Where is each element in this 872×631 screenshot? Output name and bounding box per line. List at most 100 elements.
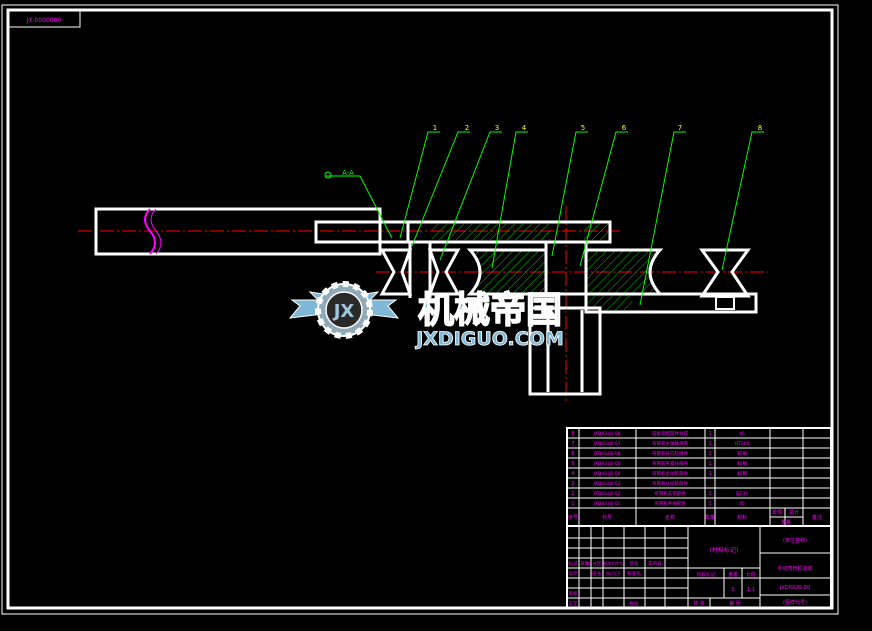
balloon-4: 4 [522,124,527,132]
detail-marker [324,171,332,179]
break-line-2 [150,208,162,255]
bom-cell-qty: 1 [708,461,711,467]
tb-label-process: 工艺 [569,601,578,607]
bom-cell-qty: 1 [708,501,711,507]
tb-label-approve: 批准 [630,600,639,607]
bom-cell-name: 弯管机主动轮部件 [652,470,688,477]
tb-drawing-number: JXDIGUO-00 [779,585,810,591]
tb-label-design: 设计 [569,570,578,577]
tb-material-mark: (材料标记) [710,546,739,554]
gear-wings-logo-icon [315,281,373,339]
tb-label-standard: 标准化 [627,570,641,577]
bom-cell-qty: 1 [708,471,711,477]
title-block: (单位名称) (材料标记) 手动弯管机总成 JXDIGUO-00 (图样代号) … [566,525,832,609]
bom-cell-code: JXDIGUO-05 [593,461,621,467]
bom-header-code: 代号 [602,514,612,521]
tb-label-stage: 阶段标记 [697,571,715,578]
balloon-7: 7 [678,124,682,132]
corner-label: JX-0000000 [26,17,62,24]
bom-cell-no: 8 [571,431,574,437]
outer-border [1,4,839,615]
tb-label-check: 审核 [569,590,578,597]
tb-sheet: 第 张 [729,600,741,607]
left-roller-2 [427,248,461,296]
bom-cell-code: JXDIGUO-06 [593,451,621,457]
tb-label-weight: 重量 [729,571,738,578]
bom-cell-qty: 1 [708,451,711,457]
logo-text: JX [332,301,355,322]
break-line [144,208,156,255]
bom-cell-no: 4 [571,471,574,477]
tb-sign1: (签名) [591,570,603,576]
bom-cell-code: JXDIGUO-03 [593,481,621,487]
bom-header-name: 名称 [665,514,675,521]
bom-cell-qty: 1 [708,491,711,497]
tb-form-label: (图样代号) [783,599,807,606]
bom-cell-name: 弯管机导向轮组件 [652,450,688,457]
lower-plate [584,292,758,314]
bom-cell-qty: 1 [708,431,711,437]
bom-cell-name: 弯管机从动轮部件 [652,480,688,487]
watermark-title: 机械帝国 [418,290,562,331]
vertical-post [528,306,602,396]
bom-cell-code: JXDIGUO-01 [593,501,621,507]
bom-header-unit: 单件 [772,509,782,516]
watermark-url: JXDIGUO.COM [414,328,564,350]
main-wheel-left [466,248,548,296]
lower-plate-slot [715,296,735,310]
balloon-3: 3 [495,124,499,132]
bom-cell-name: 弯管机手柄部件 [654,500,686,507]
bom-header-qty: 数量 [705,514,715,521]
upper-plate [378,220,612,244]
bom-cell-no: 6 [571,451,574,457]
assembly-view: A-A 1 2 3 4 5 6 7 8 [78,124,768,402]
tb-date1: (年月日) [605,570,621,576]
bom-cell-material: 45钢 [737,470,748,477]
bom-cell-material: 45 [739,501,745,507]
tb-label-signature: 签名 [630,560,639,567]
bom-cell-material: Q235 [736,491,748,497]
tb-label-count: 处数 [581,560,590,567]
tb-label-change: 更改文件号 [603,560,623,566]
tb-weight-value: 0 [731,587,734,593]
bom-cell-code: JXDIGUO-07 [593,441,621,447]
tb-sheets-total: 共 张 [693,600,705,607]
inner-border [6,8,834,610]
balloon-6: 6 [622,124,627,132]
bom-header-weight: 重量 [781,519,791,526]
watermark: JX 机械帝国 JXDIGUO.COM [288,281,564,350]
tb-scale-value: 1:1 [747,587,755,593]
bom-cell-qty: 1 [708,441,711,447]
bom-cell-material: 45 [739,431,745,437]
detail-label: A-A [342,169,354,177]
main-wheel-right [584,248,664,296]
balloon-5: 5 [581,124,585,132]
bom-cell-code: JXDIGUO-02 [593,491,621,497]
bom-cell-material: HT200 [735,441,750,447]
bom-header-total: 总计 [789,509,799,516]
right-roller [699,248,751,298]
upper-plate-hatch [432,224,550,240]
bom-cell-no: 7 [571,441,574,447]
bom-header-material: 材料 [737,514,747,521]
center-hub [544,240,588,296]
bom-cell-no: 5 [571,461,574,467]
tb-label-mark: 标记 [569,560,578,567]
bom-cell-material: 45钢 [737,450,748,457]
bom-cell-no: 3 [571,481,574,487]
bom-header-no: 序号 [568,514,578,521]
bom-cell-code: JXDIGUO-08 [593,431,621,437]
balloon-1: 1 [433,124,437,132]
bom-cell-name: 弯管机夹紧块部件 [652,460,688,467]
tb-label-date: 年月日 [648,560,662,567]
tb-label-zone: 分区 [593,560,602,567]
tb-label-scale: 比例 [747,571,756,578]
connector-bar [314,220,410,244]
leader-lines [326,131,764,306]
bom-cell-no: 1 [571,501,574,507]
bom-cell-name: 弯管机主轴轴承座 [652,440,688,447]
tb-drawing-name: 手动弯管机总成 [777,565,812,572]
balloon-2: 2 [465,124,469,132]
